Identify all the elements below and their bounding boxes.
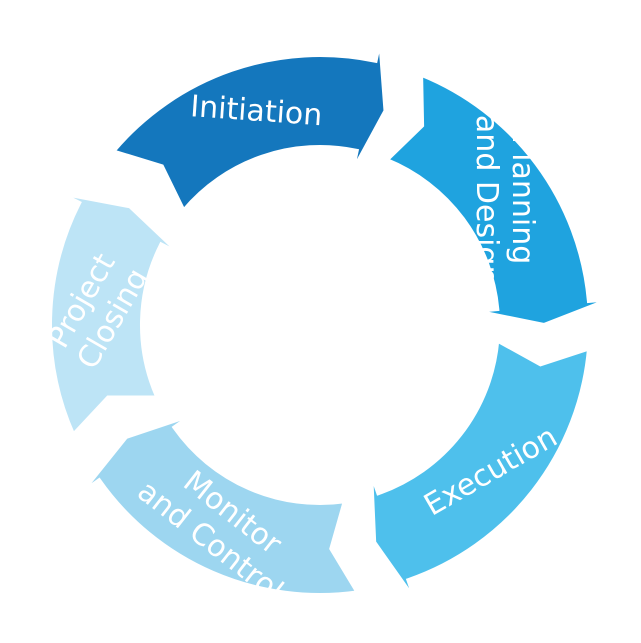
- stage-arrow-closing: [48, 191, 183, 439]
- stage-arrow-planning: [383, 71, 612, 328]
- stage-label-line: Planning: [505, 135, 540, 264]
- stage-arrow-initiation: [109, 38, 388, 215]
- stage-label-planning: Planningand Design: [469, 115, 540, 285]
- stage-arrow-execution: [369, 337, 592, 603]
- arrows-layer: [48, 38, 612, 603]
- stage-label-line: and Design: [469, 115, 504, 285]
- stage-arrow-monitor: [79, 412, 361, 598]
